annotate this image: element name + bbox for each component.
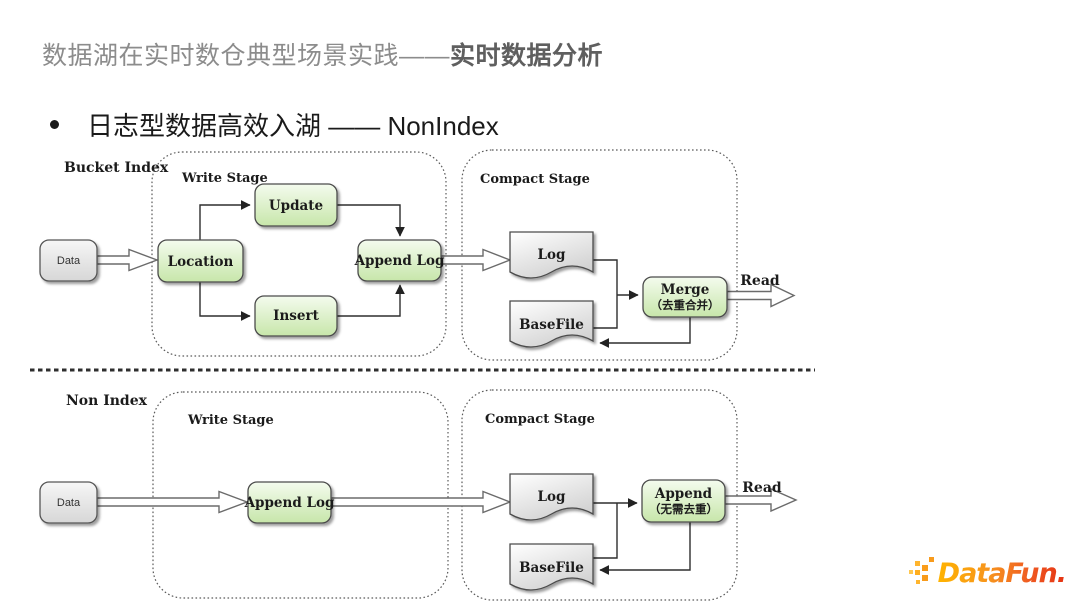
logo-wordmark: DataFun. (937, 557, 1067, 589)
arrow-append-read-icon (724, 487, 798, 513)
slide-title-gray: 数据湖在实时数仓典型场景实践—— (42, 42, 451, 70)
bullet-line: 日志型数据高效入湖 —— NonIndex (50, 106, 499, 143)
bullet-text: 日志型数据高效入湖 —— NonIndex (87, 111, 499, 141)
bucket-basefile-doc (509, 300, 594, 348)
non-basefile-doc (509, 543, 594, 591)
bucket-index-diagram: Bucket Index Write Stage Compact Stage R… (39, 149, 796, 361)
line-location-to-insert (199, 282, 251, 321)
bucket-update-label: Update (269, 198, 323, 214)
bucket-compact-stage-box (461, 149, 738, 361)
non-index-section-label: Non Index (66, 393, 148, 409)
non-basefile-label: BaseFile (519, 560, 584, 576)
non-data-node (39, 481, 98, 524)
slide-title: 数据湖在实时数仓典型场景实践——实时数据分析 (42, 36, 603, 72)
non-append-label-line2: （无需去重） (649, 502, 718, 516)
line-log-basefile-bus (593, 259, 618, 329)
non-compact-stage-label: Compact Stage (485, 412, 595, 427)
arrow-appendlog-to-log-icon (330, 490, 512, 514)
non-index-diagram: Non Index Write Stage Compact Stage Read… (39, 389, 798, 601)
bucket-compact-stage-label: Compact Stage (480, 172, 590, 187)
non-write-stage-box (152, 391, 449, 599)
bucket-location-node (157, 239, 244, 283)
line-insert-to-appendlog (337, 284, 405, 317)
bucket-insert-node (254, 295, 338, 337)
bucket-basefile-label: BaseFile (519, 317, 584, 333)
non-log-doc (509, 473, 594, 521)
non-read-label: Read (742, 480, 782, 496)
non-data-label: Data (57, 497, 81, 509)
flow-diagram: Bucket Index Write Stage Compact Stage R… (30, 149, 815, 601)
non-append-node (641, 479, 726, 523)
arrow-data-to-appendlog-icon (96, 490, 249, 514)
bucket-location-label: Location (168, 254, 234, 270)
non-appendlog-node (247, 481, 332, 524)
bullet-dot-icon (50, 120, 59, 129)
non-compact-stage-box (461, 389, 738, 601)
arrow-data-to-location-icon (96, 248, 159, 272)
slide-title-bold: 实时数据分析 (450, 42, 604, 70)
line-basefile-bus (593, 503, 618, 559)
bucket-appendlog-label: Append Log (354, 253, 445, 269)
non-append-label-line1: Append (654, 486, 713, 502)
bucket-appendlog-node (357, 239, 442, 282)
bucket-write-stage-box (151, 151, 447, 357)
line-location-to-update (199, 200, 251, 240)
bucket-log-doc (509, 231, 594, 279)
bucket-data-label: Data (57, 255, 81, 267)
bucket-update-node (254, 183, 338, 227)
non-log-label: Log (538, 489, 566, 505)
line-merge-to-basefile (599, 317, 691, 348)
bucket-insert-label: Insert (273, 308, 319, 324)
bucket-write-stage-label: Write Stage (181, 171, 268, 186)
line-append-to-basefile (599, 522, 691, 575)
bucket-merge-label-line2: （去重合并） (651, 298, 720, 312)
bucket-data-node (39, 239, 98, 282)
arrow-appendlog-to-log-icon (440, 248, 512, 272)
non-write-stage-label: Write Stage (187, 413, 274, 428)
bucket-index-section-label: Bucket Index (64, 160, 169, 176)
non-appendlog-label: Append Log (244, 495, 335, 511)
bucket-merge-node (642, 276, 728, 318)
arrow-merge-read-icon (726, 283, 796, 308)
bucket-read-label: Read (740, 273, 780, 289)
logo-pixel-squares-icon (908, 557, 934, 584)
bucket-merge-label-line1: Merge (661, 282, 710, 298)
bucket-log-label: Log (538, 247, 566, 263)
line-update-to-appendlog (337, 204, 405, 237)
datafun-logo: DataFun. (908, 556, 1067, 590)
